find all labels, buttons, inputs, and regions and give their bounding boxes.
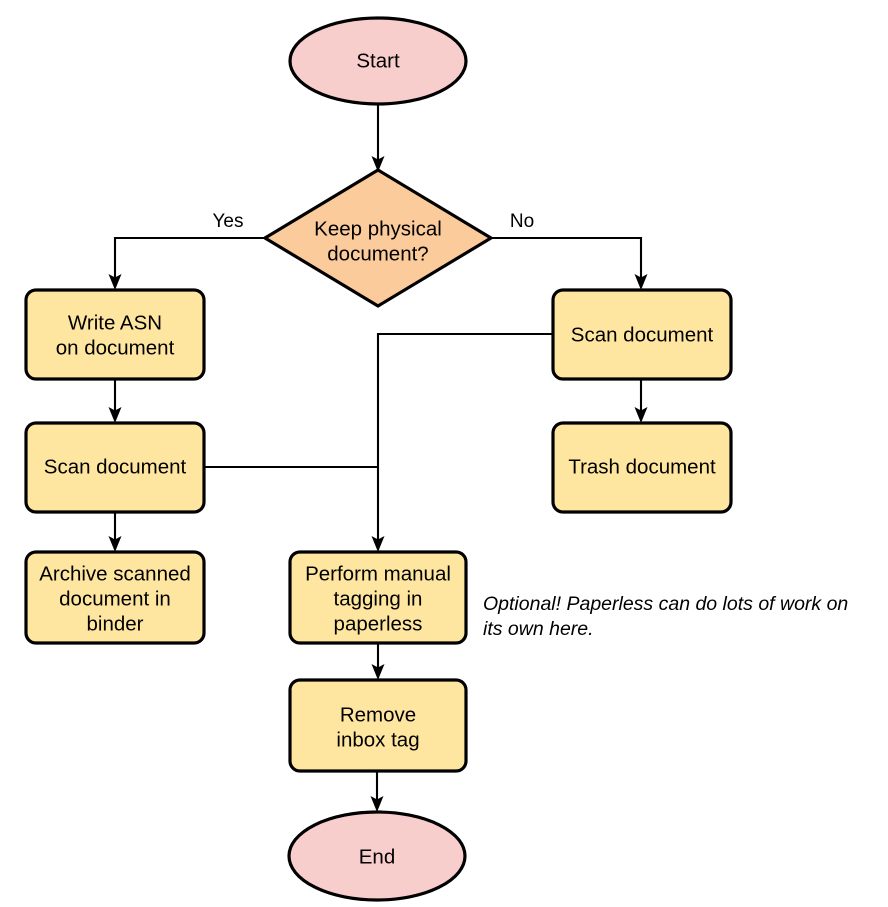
process-box[interactable] — [551, 421, 733, 514]
arrow-head-icon — [371, 156, 385, 172]
arrow-head-icon — [371, 536, 385, 552]
process-box[interactable] — [551, 288, 733, 381]
optional-note-line1: Optional! Paperless can do lots of work … — [483, 593, 848, 615]
node-archive-scanned-document-in-binder[interactable]: Archive scanned document in binder — [24, 550, 206, 645]
optional-note: Optional! Paperless can do lots of work … — [483, 593, 848, 640]
node-perform-manual-tagging-in-paperless[interactable]: Perform manual tagging in paperless — [288, 550, 468, 645]
edge-line — [491, 236, 643, 281]
arrow-head-icon — [371, 664, 385, 680]
arrow-head-icon — [108, 407, 122, 423]
node-trash-document[interactable]: Trash document — [551, 421, 733, 514]
edge-write-asn-to-scan-left — [108, 379, 122, 423]
node-remove-inbox-tag[interactable]: Remove inbox tag — [288, 678, 468, 773]
archive-label-line3: binder — [87, 612, 144, 635]
node-end[interactable]: End — [287, 810, 467, 902]
start-ellipse[interactable] — [288, 16, 468, 106]
edge-label-yes: Yes — [213, 211, 244, 232]
edge-decision-yes-to-write-asn — [108, 236, 265, 290]
node-scan-document-right[interactable]: Scan document — [551, 288, 733, 381]
process-box[interactable] — [24, 288, 206, 381]
archive-label-line2: document in — [59, 587, 171, 610]
decision-label-line2: document? — [327, 242, 428, 265]
remove-inbox-label-line1: Remove — [340, 703, 416, 726]
node-decision-keep-physical-document[interactable]: Keep physical document? — [263, 168, 493, 308]
edge-tagging-to-remove-inbox — [371, 643, 385, 680]
end-ellipse[interactable] — [287, 810, 467, 902]
edge-line — [376, 332, 553, 543]
write-asn-label-line2: on document — [56, 336, 175, 359]
tagging-label-line1: Perform manual — [305, 562, 451, 585]
arrow-head-icon — [108, 536, 122, 552]
node-start[interactable]: Start — [288, 16, 468, 106]
optional-note-line2: its own here. — [483, 618, 594, 640]
start-label: Start — [356, 49, 400, 72]
tagging-label-line3: paperless — [334, 612, 423, 635]
tagging-label-line2: tagging in — [334, 587, 423, 610]
edge-label-no: No — [510, 211, 534, 232]
edge-scan-right-to-trash — [634, 379, 648, 423]
edge-scan-right-to-tagging — [371, 332, 553, 552]
scan-right-label: Scan document — [571, 323, 714, 346]
process-box[interactable] — [24, 421, 206, 514]
trash-label: Trash document — [568, 455, 716, 478]
arrow-head-icon — [108, 274, 122, 290]
scan-left-label: Scan document — [44, 455, 187, 478]
arrow-head-icon — [370, 796, 384, 812]
arrow-head-icon — [634, 274, 648, 290]
process-box[interactable] — [288, 678, 468, 773]
process-box[interactable] — [24, 550, 206, 645]
edge-start-to-decision — [371, 104, 385, 172]
edge-line — [113, 236, 265, 281]
decision-label-line1: Keep physical — [314, 217, 442, 240]
edge-decision-no-to-scan-right — [491, 236, 648, 290]
edge-remove-inbox-to-end — [370, 771, 384, 812]
arrow-head-icon — [634, 407, 648, 423]
end-label: End — [359, 845, 395, 868]
process-box[interactable] — [288, 550, 468, 645]
edge-scan-left-to-archive — [108, 512, 122, 552]
archive-label-line1: Archive scanned — [39, 562, 191, 585]
write-asn-label-line1: Write ASN — [68, 311, 162, 334]
decision-diamond[interactable] — [263, 168, 493, 308]
remove-inbox-label-line2: inbox tag — [336, 728, 419, 751]
node-scan-document-left[interactable]: Scan document — [24, 421, 206, 514]
node-write-asn-on-document[interactable]: Write ASN on document — [24, 288, 206, 381]
